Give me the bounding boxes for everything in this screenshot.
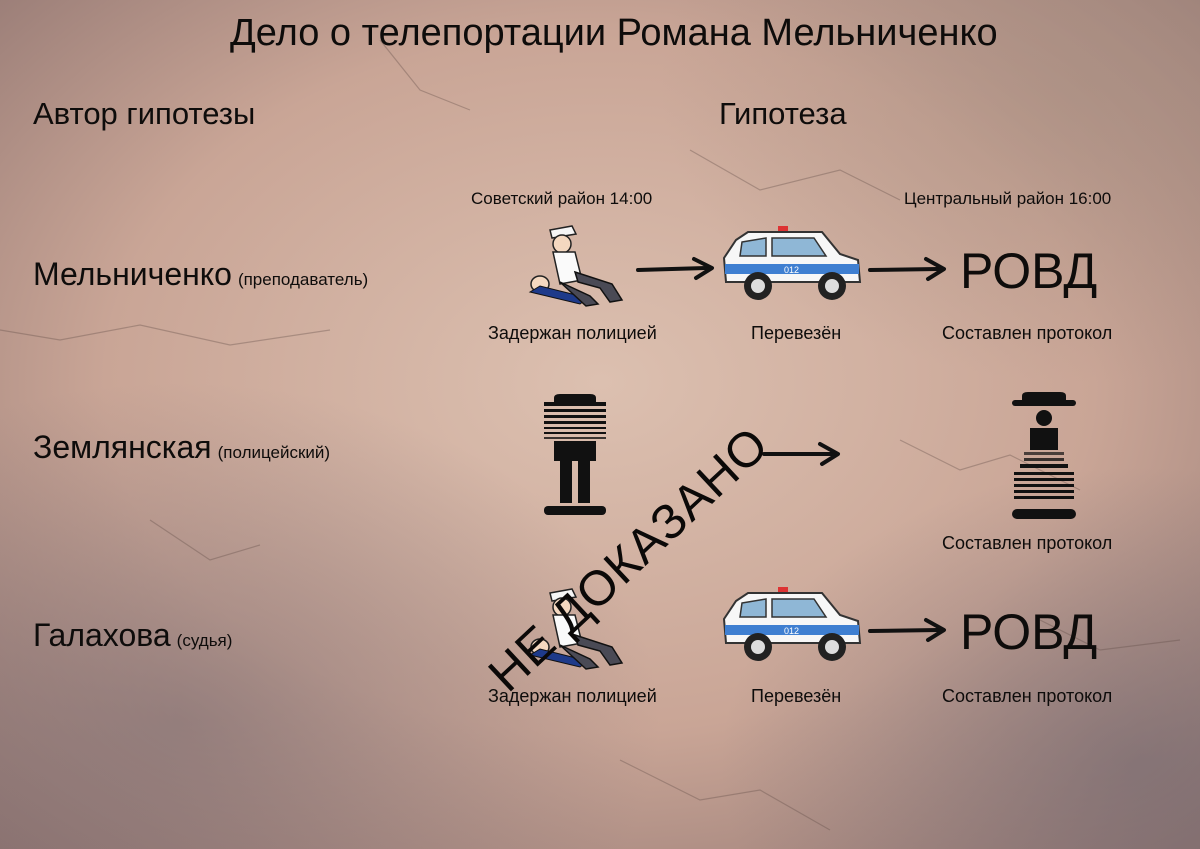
time-label-right: Центральный район 16:00 — [904, 189, 1112, 208]
caption-protocol: Составлен протокол — [942, 323, 1113, 343]
teleporter-arrival-icon — [1012, 392, 1076, 519]
police-arrest-icon — [528, 588, 624, 670]
time-label-left: Советский район 14:00 — [471, 189, 653, 208]
police-arrest-icon — [528, 225, 624, 307]
caption-detained: Задержан полицией — [488, 323, 657, 343]
person-row-2: Землянская (полицейский) — [33, 429, 330, 466]
author-column-header: Автор гипотезы — [33, 96, 256, 131]
police-car-icon: 012 — [722, 226, 862, 300]
car-plate-text: 012 — [784, 265, 799, 275]
rovd-label: РОВД — [960, 243, 1098, 299]
person-row-3: Галахова (судья) — [33, 617, 232, 654]
caption-detained: Задержан полицией — [488, 686, 657, 706]
person-name: Землянская — [33, 429, 212, 465]
rovd-label: РОВД — [960, 604, 1098, 660]
person-name: Галахова — [33, 617, 171, 653]
teleporter-departure-icon — [544, 394, 606, 515]
police-car-icon: 012 — [722, 587, 862, 661]
hypothesis-column-header: Гипотеза — [719, 96, 847, 131]
arrow-icon — [868, 618, 946, 642]
arrow-icon — [868, 257, 946, 281]
person-role: (преподаватель) — [237, 270, 369, 289]
person-role: (судья) — [176, 631, 233, 650]
person-role: (полицейский) — [217, 443, 331, 462]
car-plate-text: 012 — [784, 626, 799, 636]
caption-transported: Перевезён — [751, 323, 842, 343]
caption-protocol: Составлен протокол — [942, 533, 1113, 553]
arrow-icon — [636, 257, 714, 280]
person-name: Мельниченко — [33, 256, 232, 292]
person-row-1: Мельниченко (преподаватель) — [33, 256, 368, 293]
page-title: Дело о телепортации Романа Мельниченко — [230, 12, 998, 54]
arrow-icon — [762, 442, 840, 466]
caption-transported: Перевезён — [751, 686, 842, 706]
caption-protocol: Составлен протокол — [942, 686, 1113, 706]
